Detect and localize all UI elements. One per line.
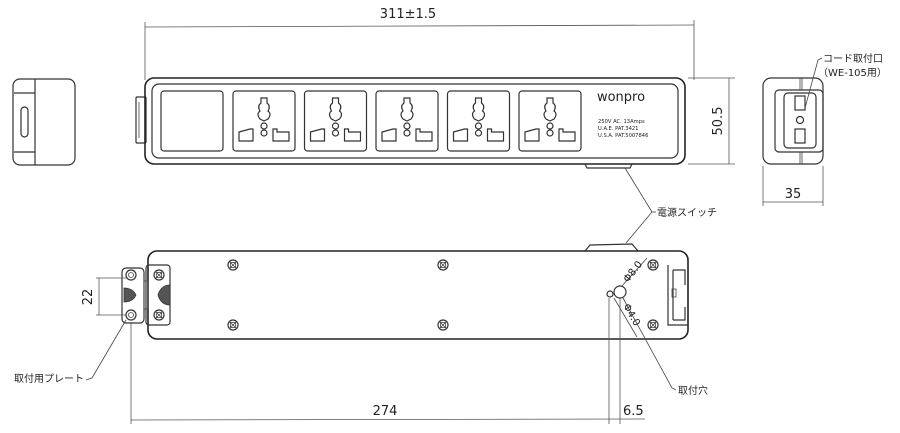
callout-mounting-hole: 取付穴 bbox=[678, 384, 708, 397]
outlet bbox=[232, 90, 296, 152]
earth-slot bbox=[471, 97, 486, 122]
callout-cord-inlet: コード取付口 bbox=[823, 52, 883, 65]
round-pin-hole bbox=[546, 122, 554, 130]
brand-logo: wonpro bbox=[597, 90, 645, 105]
outlet-frame bbox=[518, 90, 582, 152]
line-slot bbox=[524, 128, 540, 142]
hole-offset-label: 6.5 bbox=[623, 404, 644, 419]
mounting-hole-large bbox=[613, 285, 627, 299]
callout-cord-model: （WE-105用） bbox=[818, 67, 887, 79]
line-slot bbox=[381, 128, 397, 142]
plate-pitch-label: 22 bbox=[81, 289, 96, 306]
screw-icon bbox=[437, 259, 449, 271]
cord-inlet-slot-top bbox=[794, 95, 806, 111]
hole-spacing-label: 274 bbox=[373, 404, 398, 419]
outlet-frame bbox=[303, 90, 368, 152]
round-pin-hole bbox=[403, 122, 411, 130]
round-pin-hole bbox=[546, 129, 554, 137]
cord-inlet-slot-bottom bbox=[794, 128, 806, 144]
earth-slot bbox=[543, 97, 557, 122]
round-pin-hole bbox=[474, 122, 483, 130]
left-end-view bbox=[12, 78, 76, 166]
neutral-slot bbox=[486, 128, 505, 142]
overall-length-dimension: 311±1.5 bbox=[144, 7, 695, 80]
callout-power-switch: 電源スイッチ bbox=[657, 206, 717, 219]
outlet-frame bbox=[375, 90, 439, 152]
screw-icon bbox=[153, 309, 165, 321]
height-label: 50.5 bbox=[711, 107, 726, 136]
earth-slot bbox=[400, 97, 414, 122]
line-slot bbox=[452, 128, 469, 142]
power-switch-callout: 電源スイッチ bbox=[624, 167, 717, 244]
outlet bbox=[446, 90, 511, 152]
outlet-frame bbox=[232, 90, 296, 152]
neutral-slot bbox=[558, 128, 576, 142]
callout-mounting-plate: 取付用プレート bbox=[14, 372, 84, 385]
screw-icon bbox=[227, 259, 239, 271]
neutral-slot bbox=[415, 128, 433, 142]
round-pin-hole bbox=[403, 129, 411, 137]
outlet bbox=[303, 90, 368, 152]
spec-line-2: U.A.E. PAT.3421 bbox=[598, 126, 638, 132]
screw-icon bbox=[227, 319, 239, 331]
bottom-view: 22 Φ8.0 Φ4.0 bbox=[81, 243, 689, 340]
spec-line-3: U.S.A. PAT.5007846 bbox=[598, 133, 648, 139]
switch-window bbox=[160, 90, 224, 152]
overall-length-label: 311±1.5 bbox=[380, 7, 436, 22]
spec-line-1: 250V AC. 13Amps bbox=[598, 119, 645, 125]
outlet bbox=[518, 90, 582, 152]
round-pin-hole bbox=[260, 129, 268, 137]
neutral-slot bbox=[343, 128, 362, 142]
width-label: 35 bbox=[785, 187, 802, 202]
round-pin-hole bbox=[474, 129, 483, 137]
earth-slot bbox=[257, 97, 271, 122]
line-slot bbox=[238, 128, 254, 142]
outlet bbox=[375, 90, 439, 152]
round-pin-hole bbox=[331, 129, 340, 137]
mounting-hole-small bbox=[606, 290, 614, 298]
round-pin-hole bbox=[331, 122, 340, 130]
line-slot bbox=[309, 128, 326, 142]
bottom-dimensions: 274 6.5 bbox=[130, 298, 646, 424]
screw-icon bbox=[647, 319, 659, 331]
mounting-plate-callout: 取付用プレート bbox=[14, 319, 127, 385]
neutral-slot bbox=[272, 128, 290, 142]
right-end-view: 35 コード取付口 （WE-105用） bbox=[762, 52, 887, 206]
screw-icon bbox=[437, 319, 449, 331]
earth-slot bbox=[328, 97, 343, 122]
front-view: wonpro 250V AC. 13Amps U.A.E. PAT.3421 U… bbox=[135, 77, 686, 169]
large-hole-dia-label: Φ8.0 bbox=[622, 259, 645, 285]
screw-icon bbox=[153, 269, 165, 281]
outlet-frame bbox=[446, 90, 511, 152]
height-dimension: 50.5 bbox=[688, 77, 735, 165]
mounting-hole-callout: 取付穴 bbox=[622, 297, 708, 397]
screw-icon bbox=[647, 259, 659, 271]
round-pin-hole bbox=[260, 122, 268, 130]
